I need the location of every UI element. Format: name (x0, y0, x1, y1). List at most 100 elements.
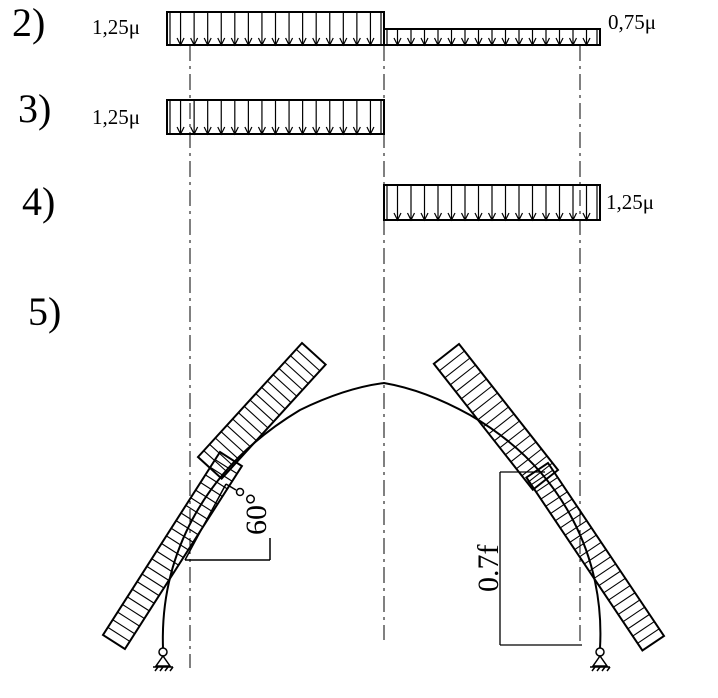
lower-right-inclined-load-hatch (593, 563, 616, 579)
upper-left-inclined-load-hatch (290, 355, 315, 378)
case-4-load-arrow-head (393, 212, 402, 222)
lower-left-inclined-load-hatch (161, 543, 184, 558)
case-2-left-load-arrow-head (366, 37, 375, 47)
case-2-left-load-arrow-head (203, 37, 212, 47)
case-5-number: 5) (28, 289, 61, 334)
angle-label: 60° (240, 493, 273, 535)
case-2-left-load-arrow-head (352, 37, 361, 47)
case-2-right-coefficient: 0,75μ (608, 10, 656, 34)
upper-right-inclined-load-hatch (460, 378, 487, 400)
lower-right-inclined-load-hatch (550, 498, 573, 514)
upper-left-inclined-load-hatch (209, 443, 234, 467)
lower-right-inclined-load-hatch (559, 513, 583, 529)
case-2-right-load-arrow-head (541, 37, 551, 47)
lower-right-inclined-load-hatch (637, 628, 660, 644)
lower-left-inclined-load-hatch (112, 619, 135, 635)
case-2-right-load-arrow-head (393, 37, 402, 47)
case-2-left-load-arrow-head (298, 37, 307, 47)
case-3-load-arrow-head (257, 126, 266, 136)
upper-right-inclined-load-hatch (466, 385, 493, 407)
case-3-load-arrow-head (244, 126, 253, 136)
case-3-load-arrow-head (366, 126, 375, 136)
case-4-load-arrow-head (433, 212, 443, 222)
case-3-load-arrow-head (190, 126, 199, 136)
upper-left-inclined-load-hatch (220, 431, 246, 454)
case-2-right-load-arrow-head (487, 37, 497, 47)
case-4-load-arrow-head (541, 212, 551, 222)
case-3-load-arrow-head (271, 126, 280, 136)
upper-left-inclined-load-hatch (295, 348, 321, 372)
case-5-inclined-loads (101, 341, 666, 652)
upper-left-inclined-load-hatch (261, 386, 286, 410)
case-2-right-load-arrow-head (447, 37, 456, 47)
case-2-left-load-arrow-head (339, 37, 348, 47)
case-2-right-load-arrow-head (460, 37, 470, 47)
lower-right-inclined-load-hatch (569, 527, 592, 543)
lower-left-inclined-load-hatch (156, 550, 179, 566)
upper-left-inclined-load-hatch (232, 418, 257, 441)
lower-right-inclined-load-hatch (564, 520, 587, 536)
case-3-load-arrow-head (176, 126, 185, 136)
case-2-left-load-arrow-head (244, 37, 253, 47)
case-2-left-load-arrow-head (176, 37, 185, 47)
case-2-number: 2) (12, 0, 45, 45)
left-support (153, 647, 174, 672)
case-2-left-load-arrow-head (285, 37, 294, 47)
lower-left-inclined-load-hatch (214, 459, 238, 475)
case-2-left-load-arrow-head (312, 37, 321, 47)
lower-left-inclined-load-hatch (190, 497, 213, 513)
case-2-right-load-arrow-head (406, 37, 416, 47)
case-2-right-load-arrow-head (514, 37, 524, 47)
lower-right-inclined-load-hatch (598, 570, 621, 587)
lower-left-inclined-load-hatch (122, 604, 145, 619)
upper-left-inclined-load-hatch (203, 450, 228, 473)
lower-right-inclined-load-hatch (535, 476, 558, 493)
case-3-load-arrow-head (325, 126, 334, 136)
case-2-right-load-arrow-head (568, 37, 578, 47)
case-3-load-arrow-head (312, 126, 321, 136)
case-4-load-arrow-head (474, 212, 483, 222)
lower-left-inclined-load-hatch (200, 482, 223, 497)
lower-left-inclined-load-hatch (209, 466, 233, 482)
case-2-right-load-arrow-head (528, 37, 537, 47)
case-4-load-arrow-head (447, 212, 456, 222)
lower-right-inclined-load-hatch (574, 534, 597, 551)
lower-right-inclined-load-hatch (579, 541, 602, 558)
upper-left-inclined-load-hatch (249, 399, 275, 422)
lower-left-inclined-load-hatch (107, 626, 131, 642)
case-4-load-arrow-head (528, 212, 537, 222)
upper-left-inclined-load-hatch (272, 374, 298, 397)
upper-left-inclined-load-hatch (266, 380, 292, 403)
upper-left-inclined-load-hatch (284, 361, 309, 384)
upper-left-inclined-load-hatch (255, 393, 280, 416)
lower-left-inclined-load-hatch (131, 588, 155, 604)
lower-left-inclined-load-hatch (205, 474, 228, 490)
lower-right-inclined-load-hatch (617, 599, 641, 615)
case-4-number: 4) (22, 179, 55, 224)
case-3-load-diagram (166, 99, 385, 136)
upper-left-inclined-load-hatch (278, 367, 303, 391)
case-3-load-arrow-head (203, 126, 212, 136)
case-2-right-load-arrow-head (433, 37, 443, 47)
lower-left-inclined-load-hatch (166, 535, 189, 551)
lower-left-inclined-load-hatch (185, 504, 209, 520)
case-4: 4) 1,25μ (22, 179, 654, 224)
upper-left-inclined-load-hatch (238, 412, 263, 435)
case-3-load-arrow-head (230, 126, 239, 136)
upper-right-inclined-load-hatch (444, 357, 471, 379)
lower-left-inclined-load-hatch (151, 558, 174, 574)
case-2: 2) 1,25μ 0,75μ (12, 0, 656, 47)
lower-left-inclined-load-hatch (136, 581, 160, 597)
case-2-load-diagram (166, 11, 601, 47)
case-4-load-diagram (383, 184, 601, 222)
case-3-load-arrow-head (285, 126, 294, 136)
reference-lines (189, 45, 581, 668)
case-3-load-arrow-head (217, 126, 226, 136)
case-4-load-arrow-head (420, 212, 429, 222)
upper-right-inclined-load-hatch (504, 434, 531, 456)
case-2-left-coefficient: 1,25μ (92, 15, 140, 39)
lower-right-inclined-load-hatch (603, 577, 626, 594)
case-2-right-load-arrow-head (474, 37, 483, 47)
case-4-load-arrow-head (568, 212, 578, 222)
